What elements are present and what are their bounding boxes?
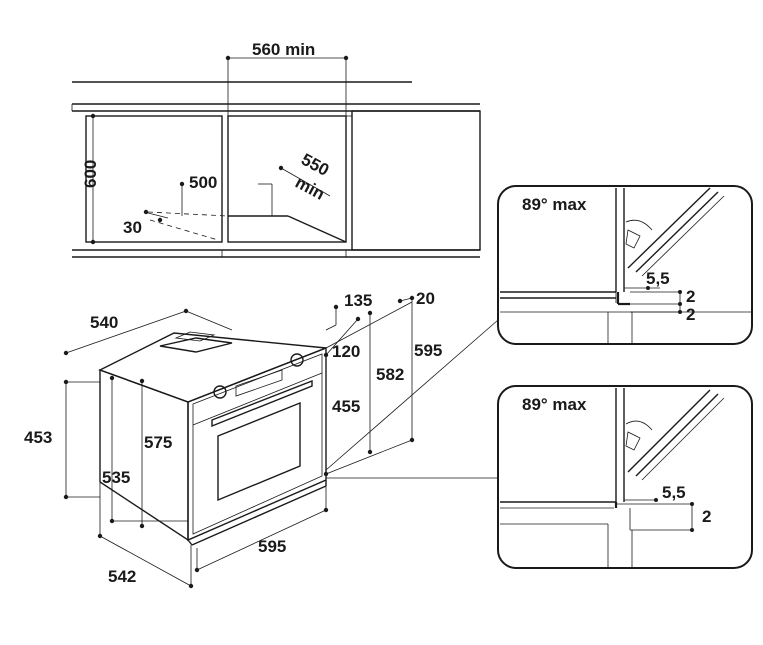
- top-detail-step2-label: 2: [686, 305, 695, 324]
- oven-depth-label: 540: [90, 313, 118, 332]
- panel-offset-label: 135: [344, 291, 372, 310]
- detail-panel-bottom: [497, 385, 753, 569]
- top-detail-angle-label: 89° max: [522, 195, 587, 214]
- body-height-label: 582: [376, 365, 404, 384]
- front-height-label: 453: [24, 428, 52, 447]
- bottom-detail-step-label: 2: [702, 507, 711, 526]
- bottom-detail-angle-label: 89° max: [522, 395, 587, 414]
- shelf-height-label: 500: [189, 173, 217, 192]
- side-height-label: 535: [102, 468, 130, 487]
- front-width-label: 595: [258, 537, 286, 556]
- niche-height-label: 600: [81, 160, 100, 188]
- total-height-label: 595: [414, 341, 442, 360]
- opening-gap-label: 30: [123, 218, 142, 237]
- oven-drawing: [63, 295, 499, 589]
- door-height-label: 455: [332, 397, 360, 416]
- top-detail-step1-label: 2: [686, 287, 695, 306]
- niche-width-label: 560 min: [252, 40, 315, 59]
- offset-20-label: 20: [416, 289, 435, 308]
- top-detail-gap-label: 5,5: [646, 269, 670, 288]
- top-gap-label: 120: [332, 342, 360, 361]
- cabinet-niche-drawing: [71, 55, 481, 258]
- oven-side-depth-label: 542: [108, 567, 136, 586]
- inner-height-label: 575: [144, 433, 172, 452]
- bottom-detail-gap-label: 5,5: [662, 483, 686, 502]
- detail-panel-top: [497, 185, 753, 345]
